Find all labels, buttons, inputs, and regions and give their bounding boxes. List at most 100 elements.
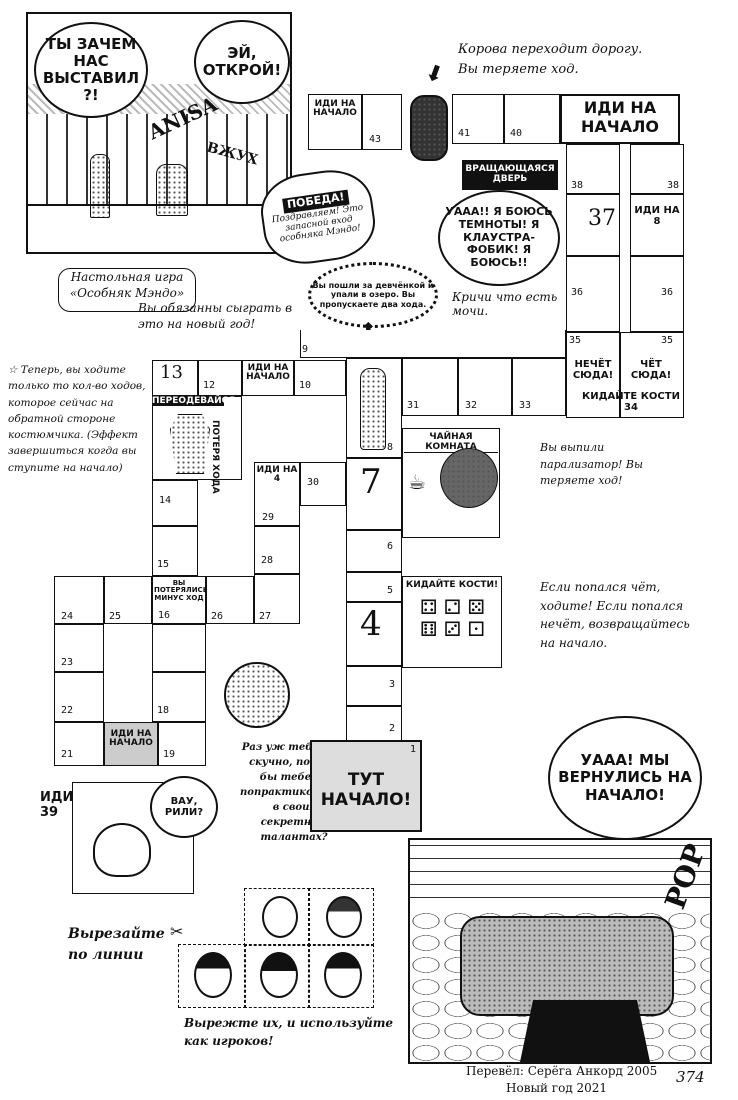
- roll-dice-34-label: КИДАЙТЕ КОСТИ 34: [582, 391, 680, 413]
- cell-number-3: 3: [389, 679, 396, 690]
- token-4: [244, 944, 310, 1008]
- go-to-8-label: ИДИ НА 8: [634, 205, 680, 227]
- token-face-2: [326, 896, 362, 938]
- token-face-4: [260, 952, 298, 998]
- cell-number-26: 26: [211, 611, 224, 622]
- character-figure-2: [156, 164, 188, 216]
- lake-note-text: Вы пошли за девчёнкой и упали в озеро. В…: [312, 281, 434, 309]
- tea-room-note: Вы выпили парализатор! Вы теряете ход!: [540, 441, 643, 487]
- cell-number-25: 25: [109, 611, 122, 622]
- bottom-panel: [408, 838, 712, 1064]
- game-title-box: [58, 268, 196, 312]
- costume-note: ☆ Теперь, вы ходите только то кол-во ход…: [8, 364, 146, 474]
- cell-number-22: 22: [61, 705, 74, 716]
- pit: [520, 1000, 650, 1062]
- floor-planks: [410, 840, 710, 910]
- dice-card: [402, 576, 502, 668]
- cell-number-38: 38: [571, 180, 584, 191]
- cell-go-to-4: [254, 462, 300, 526]
- cell-number-14: 14: [159, 495, 172, 506]
- cell-16: [152, 576, 206, 624]
- cell-number-31: 31: [407, 400, 420, 411]
- cell-21: 21: [54, 722, 104, 766]
- cell-2: 2: [346, 706, 402, 742]
- token-5: [308, 944, 374, 1008]
- cell-12: 12: [198, 360, 242, 396]
- start-label: ТУТ НАЧАЛО!: [320, 770, 412, 811]
- cell-13-number: 13: [160, 362, 183, 383]
- cow-note: Корова переходит дорогу. Вы теряете ход.: [458, 42, 643, 77]
- cell-go-to-start-top: [560, 94, 680, 144]
- go-to-start-bottom-label: ИДИ НА НАЧАЛО: [109, 729, 153, 749]
- dice-label: КИДАЙТЕ КОСТИ!: [405, 580, 499, 590]
- cell-number-10: 10: [299, 380, 312, 391]
- cell-number-5: 5: [387, 585, 394, 596]
- speech-bubble-left: ТЫ ЗАЧЕМ НАС ВЫСТАВИЛ ?!: [34, 22, 148, 118]
- speech-bubble-right: ЭЙ, ОТКРОЙ!: [194, 20, 290, 104]
- cat-illustration: [93, 823, 151, 877]
- cell-36-a: 36: [566, 256, 620, 332]
- cell-number-27: 27: [259, 611, 272, 622]
- cell-6: 6: [346, 530, 402, 572]
- token-face-5: [324, 952, 362, 998]
- cat-bubble-text: ВАУ, РИЛИ?: [164, 795, 204, 819]
- cell-number-38-right: 38: [667, 180, 680, 191]
- cell-25: 25: [104, 576, 152, 624]
- cell-number-9: 9: [302, 344, 309, 355]
- cell-5: 5: [346, 572, 402, 602]
- cell-go-to-8: [630, 194, 684, 256]
- cell-36-b: 36: [630, 256, 684, 332]
- revolving-door-label: ВРАЩАЮЩАЯСЯ ДВЕРЬ: [462, 160, 558, 190]
- cell-3: 3: [346, 666, 402, 706]
- go-to-start-top-label: ИДИ НА НАЧАЛО: [581, 98, 659, 137]
- cell-24: 24: [54, 576, 104, 624]
- cell-10: 10: [294, 360, 346, 396]
- odd-here-label: НЕЧЁТ СЮДА!: [572, 359, 614, 381]
- cow-illustration: [410, 95, 448, 161]
- cell-number-35-right: 35: [661, 335, 674, 346]
- cell-even: 35: [620, 332, 684, 418]
- cell-number-30: 30: [307, 477, 320, 488]
- revolving-door-text: УААА!! Я БОЮСЬ ТЕМНОТЫ! Я КЛАУСТРА-ФОБИК…: [445, 205, 553, 269]
- cell-number-2: 2: [389, 723, 396, 734]
- tea-room-illustration: [440, 448, 498, 508]
- cell-number-43: 43: [369, 134, 382, 145]
- cell-number-19: 19: [163, 749, 176, 760]
- cell-28: 28: [254, 526, 300, 574]
- cell-number-24: 24: [61, 611, 74, 622]
- cell-number-35: 35: [569, 335, 582, 346]
- arrow-down-icon: ⬇: [421, 59, 448, 90]
- cell-30: 30: [300, 462, 346, 506]
- cell-number-29: 29: [262, 512, 275, 523]
- cell-number-40: 40: [510, 128, 523, 139]
- kimono-illustration: [170, 414, 210, 474]
- skeleton-mascot: [224, 662, 290, 728]
- speech-text-right: ЭЙ, ОТКРОЙ!: [202, 43, 282, 79]
- game-title: Настольная игра «Особняк Мэндо»: [69, 270, 185, 300]
- tea-room-label: ЧАЙНАЯ КОМНАТА: [404, 432, 498, 453]
- token-1: [244, 888, 310, 946]
- cell-number-32: 32: [465, 400, 478, 411]
- victory-text: Поздравляем! Это запасной вход особняка …: [271, 202, 364, 245]
- lake-note-bubble: Вы пошли за девчёнкой и упали в озеро. В…: [308, 262, 438, 328]
- girl-figure: [360, 368, 386, 450]
- token-grid: [178, 888, 374, 1008]
- cell-15: 15: [152, 526, 198, 576]
- even-here-label: ЧЁТ СЮДА!: [630, 359, 672, 381]
- scissors-icon: ✂: [170, 922, 184, 941]
- cell-40: 40: [504, 94, 560, 144]
- token-3: [178, 944, 246, 1008]
- speech-text-left: ТЫ ЗАЧЕМ НАС ВЫСТАВИЛ ?!: [42, 34, 140, 105]
- teacup-icon: ☕: [408, 470, 426, 494]
- cell-number-28: 28: [261, 555, 274, 566]
- game-subtitle: Вы обязанны сыграть в это на новый год!: [138, 301, 293, 332]
- cell-go-to-start-bottom: [104, 722, 158, 766]
- cell-number-8: 8: [387, 442, 394, 453]
- character-figure: [90, 154, 110, 218]
- cell-number-16: 16: [158, 610, 171, 621]
- cell-7-number: 7: [360, 462, 382, 502]
- revolving-door-bubble: УААА!! Я БОЮСЬ ТЕМНОТЫ! Я КЛАУСТРА-ФОБИК…: [438, 190, 560, 286]
- cell-go-to-start-mid: [242, 360, 294, 396]
- cell-37: [566, 194, 620, 256]
- start-cell: 1: [310, 740, 422, 832]
